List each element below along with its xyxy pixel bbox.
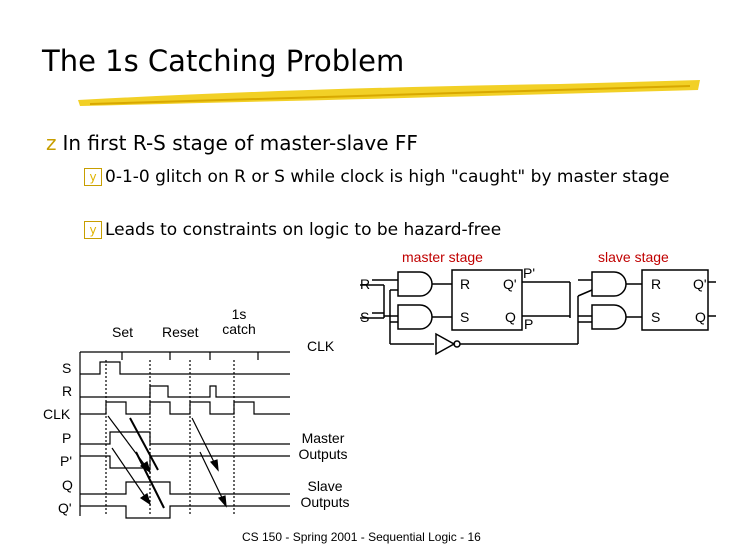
timing-diagram (79, 351, 290, 519)
clock-inverter (435, 332, 456, 356)
signal-s-label: S (62, 360, 72, 376)
master-qprime-label: Q' (503, 276, 517, 292)
slave-s-label: S (651, 309, 661, 325)
wave-q-prime (80, 505, 290, 519)
clk-label: CLK (307, 338, 335, 354)
slave-r-label: R (651, 276, 662, 292)
bullet-main-text: In first R-S stage of master-slave FF (62, 131, 418, 155)
slave-stage (577, 269, 716, 331)
slave-and-gate-r (591, 271, 627, 297)
bullet-sub-1-text: 0-1-0 glitch on R or S while clock is hi… (105, 167, 670, 187)
y-bullet-icon: y (84, 168, 102, 186)
master-q-label: Q (505, 309, 516, 325)
signal-p-label: P (62, 430, 72, 446)
wave-p (80, 431, 290, 445)
slave-and-gate-s (591, 304, 627, 330)
col-reset-label: Reset (162, 324, 199, 340)
wave-clk (80, 401, 290, 415)
slave-q-label: Q (695, 309, 706, 325)
input-s-label: S (360, 309, 370, 325)
master-and-gate-s (397, 304, 433, 330)
signal-r-label: R (62, 383, 73, 399)
master-stage (360, 269, 579, 356)
master-latch (451, 269, 523, 331)
p-label: P (524, 316, 534, 332)
wave-p-prime (80, 455, 290, 469)
master-outputs-label: Master Outputs (298, 430, 348, 462)
slave-latch (641, 269, 709, 331)
master-s-label: S (460, 309, 470, 325)
slide-footer: CS 150 - Spring 2001 - Sequential Logic … (242, 530, 481, 544)
slave-outputs-label: Slave Outputs (300, 478, 350, 510)
master-r-label: R (460, 276, 471, 292)
p-prime-label: P' (523, 265, 536, 281)
signal-clk-label: CLK (43, 406, 71, 422)
bullet-sub-2-text: Leads to constraints on logic to be haza… (105, 220, 502, 240)
col-catch-label: 1s catch (222, 306, 256, 337)
col-set-label: Set (112, 324, 134, 340)
slave-qprime-label: Q' (693, 276, 707, 292)
arrow-2 (111, 447, 151, 505)
master-and-gate-r (397, 271, 433, 297)
slave-stage-label: slave stage (598, 249, 669, 265)
signal-q-label: Q (62, 477, 73, 493)
arrow-1 (107, 415, 151, 473)
master-stage-label: master stage (402, 249, 483, 265)
y-bullet-icon: y (84, 221, 102, 239)
z-bullet-icon: z (46, 131, 57, 155)
signal-q-prime-label: Q' (58, 500, 72, 516)
wave-q (80, 481, 290, 495)
wave-s (80, 361, 290, 375)
signal-p-prime-label: P' (60, 453, 73, 469)
input-r-label: R (360, 276, 371, 292)
slide-title: The 1s Catching Problem (42, 44, 405, 78)
wave-r (80, 385, 290, 398)
